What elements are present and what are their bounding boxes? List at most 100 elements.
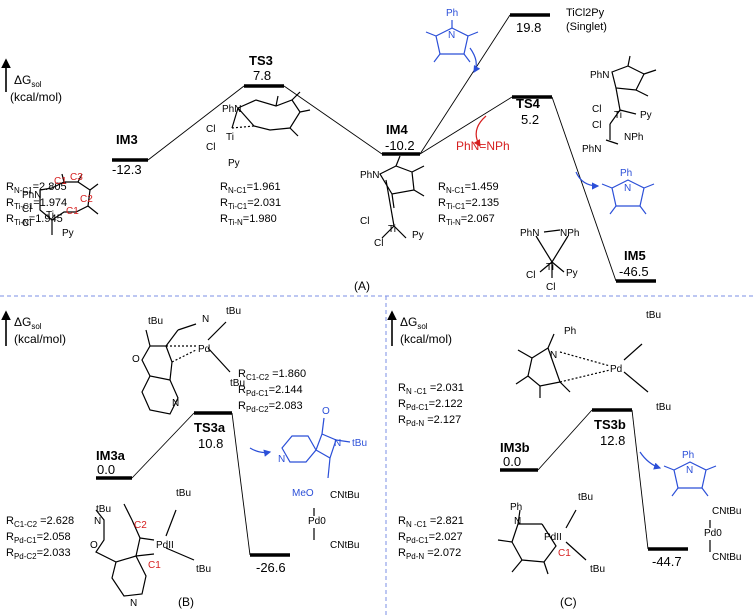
im3-cl2: Cl bbox=[22, 218, 31, 229]
pyrrole-c-ph: Ph bbox=[682, 450, 694, 461]
connector-ts4-im5 bbox=[551, 96, 617, 282]
ts4-cl1: Cl bbox=[592, 104, 601, 115]
pd0-cn-top: CNtBu bbox=[330, 490, 359, 501]
ts4-ti: Ti bbox=[614, 110, 622, 121]
level-value-ts3b: 12.8 bbox=[600, 433, 625, 448]
svg-text:RC1-C2 =2.628: RC1-C2 =2.628 bbox=[6, 515, 74, 529]
structure-im3a bbox=[95, 503, 195, 597]
svg-text:RPd-C1=2.122: RPd-C1=2.122 bbox=[398, 398, 463, 412]
im4-phn: PhN bbox=[360, 170, 379, 181]
caption-c: (C) bbox=[560, 595, 577, 609]
im3a-c1: C1 bbox=[148, 560, 161, 571]
pyrrole-product-top bbox=[425, 20, 481, 74]
structure-im3 bbox=[39, 173, 99, 235]
pyrrole-top-ph: Ph bbox=[446, 8, 458, 19]
level-value-product-c: -44.7 bbox=[652, 554, 682, 569]
svg-text:RPd-C2=2.083: RPd-C2=2.083 bbox=[238, 400, 303, 414]
im3a-tbu3: tBu bbox=[196, 564, 211, 575]
connector-ts3b-product bbox=[631, 409, 649, 550]
svg-text:RTi-N=1.980: RTi-N=1.980 bbox=[220, 213, 277, 227]
svg-text:RTi-C1=1.974: RTi-C1=1.974 bbox=[6, 197, 67, 211]
level-name-ts3a: TS3a bbox=[194, 420, 226, 435]
im5-phn: PhN bbox=[520, 228, 539, 239]
level-value-ts3a: 10.8 bbox=[198, 436, 223, 451]
connector-im3b-ts3b bbox=[537, 409, 593, 471]
ts3a-tbu2: tBu bbox=[226, 306, 241, 317]
im5-py: Py bbox=[566, 268, 578, 279]
ts4-py: Py bbox=[640, 110, 652, 121]
pd0c-cn-top: CNtBu bbox=[712, 506, 741, 517]
pyrrole-right-ph: Ph bbox=[620, 168, 632, 179]
pyrrole-top-n: N bbox=[448, 30, 455, 41]
ticl2py-label: TiCl2Py bbox=[566, 7, 605, 19]
structure-ts3b bbox=[515, 333, 649, 398]
im3a-tbu: tBu bbox=[96, 504, 111, 515]
svg-text:RPd-C1=2.058: RPd-C1=2.058 bbox=[6, 531, 71, 545]
level-value-product-b: -26.6 bbox=[256, 560, 286, 575]
structure-ts3 bbox=[231, 91, 311, 137]
pyrrole-right-n: N bbox=[624, 183, 631, 194]
level-name-im5: IM5 bbox=[624, 248, 646, 263]
ts3a-n-o: N bbox=[202, 314, 209, 325]
singlet-label: (Singlet) bbox=[566, 21, 607, 33]
im3b-pd: PdII bbox=[544, 532, 562, 543]
im5-ti: Ti bbox=[546, 262, 554, 273]
ts3b-ph: Ph bbox=[564, 326, 576, 337]
ts3a-tbu: tBu bbox=[148, 316, 163, 327]
caption-b: (B) bbox=[178, 595, 194, 609]
structure-im3b bbox=[497, 509, 587, 575]
svg-text:RTi-C1=2.031: RTi-C1=2.031 bbox=[220, 197, 281, 211]
im3b-tbu2: tBu bbox=[590, 564, 605, 575]
y-axis-label-b: ΔGsol bbox=[14, 315, 42, 331]
pd0-cn-bottom: CNtBu bbox=[330, 540, 359, 551]
svg-text:RTi-N=1.945: RTi-N=1.945 bbox=[6, 213, 63, 227]
svg-text:RPd-C2=2.033: RPd-C2=2.033 bbox=[6, 547, 71, 561]
geometry-ts3: RN-C1=1.961 RTi-C1=2.031 RTi-N=1.980 bbox=[220, 181, 281, 227]
svg-text:RN -C1 =2.031: RN -C1 =2.031 bbox=[398, 382, 464, 396]
im3-py: Py bbox=[62, 228, 74, 239]
y-axis-unit-c: (kcal/mol) bbox=[400, 332, 452, 346]
y-axis-label-a: ΔGsol bbox=[14, 73, 42, 89]
level-value-ts4: 5.2 bbox=[521, 112, 539, 127]
level-value-ts3: 7.8 bbox=[253, 68, 271, 83]
im3a-n: N bbox=[94, 516, 101, 527]
connector-im3a-ts3a bbox=[131, 412, 195, 479]
azobenzene-arrow bbox=[473, 115, 487, 148]
im3-c3: C3 bbox=[70, 172, 83, 183]
panel-b: ΔGsol (kcal/mol) IM3a 0.0 TS3a 10.8 -26.… bbox=[1, 306, 367, 609]
svg-text:RPd-N =2.072: RPd-N =2.072 bbox=[398, 547, 461, 561]
lactam-o: O bbox=[322, 406, 330, 417]
connector-im3-ts3 bbox=[147, 85, 245, 161]
structure-ts3a bbox=[141, 321, 231, 415]
svg-text:RN -C1 =2.821: RN -C1 =2.821 bbox=[398, 515, 464, 529]
level-name-ts3b: TS3b bbox=[594, 417, 626, 432]
geometry-ts3a: RC1-C2 =1.860 RPd-C1=2.144 RPd-C2=2.083 bbox=[238, 368, 306, 414]
ts3b-pd: Pd bbox=[610, 364, 622, 375]
lactam-n: N bbox=[278, 454, 285, 465]
structure-im5 bbox=[535, 229, 569, 278]
ts3a-tbu3: tBu bbox=[230, 378, 245, 389]
pyrrole-product-c bbox=[639, 451, 717, 497]
im4-cl2: Cl bbox=[374, 238, 383, 249]
svg-text:RTi-N=2.067: RTi-N=2.067 bbox=[438, 213, 495, 227]
geometry-im3: RN-C1=2.805 RTi-C1=1.974 RTi-N=1.945 bbox=[6, 181, 67, 227]
im3-ti: Ti bbox=[46, 210, 54, 221]
level-name-ts3: TS3 bbox=[249, 53, 273, 68]
im3-c1: C1 bbox=[54, 176, 67, 187]
ts3b-tbu2: tBu bbox=[656, 402, 671, 413]
structure-ts4 bbox=[605, 55, 657, 145]
im3a-n-py: N bbox=[130, 598, 137, 609]
geometry-im3a: RC1-C2 =2.628 RPd-C1=2.058 RPd-C2=2.033 bbox=[6, 515, 74, 561]
level-value-im3: -12.3 bbox=[112, 162, 142, 177]
im3-c2: C2 bbox=[80, 194, 93, 205]
lactam-tbu: tBu bbox=[352, 438, 367, 449]
im3a-tbu2: tBu bbox=[176, 488, 191, 499]
ts3-cl2: Cl bbox=[206, 142, 215, 153]
pyrrole-product-right bbox=[575, 171, 655, 215]
level-value-im5: -46.5 bbox=[619, 264, 649, 279]
ts3b-tbu1: tBu bbox=[646, 310, 661, 321]
geometry-im3b: RN -C1 =2.821 RPd-C1=2.027 RPd-N =2.072 bbox=[398, 515, 464, 561]
im3b-tbu1: tBu bbox=[578, 492, 593, 503]
im3b-ph: Ph bbox=[510, 502, 522, 513]
